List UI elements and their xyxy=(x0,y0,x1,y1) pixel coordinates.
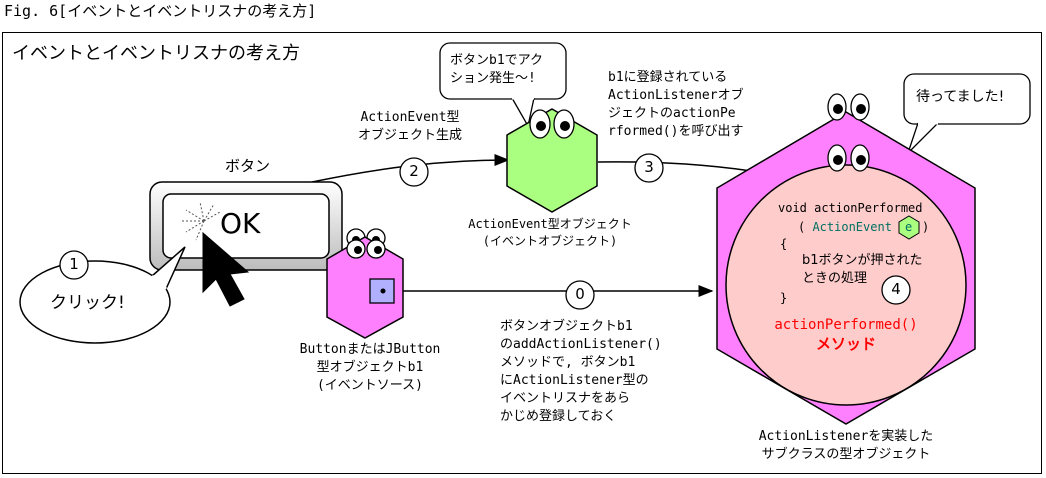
step-4-circle xyxy=(881,275,911,305)
click-label: クリック! xyxy=(50,293,125,313)
mouse-cursor-icon xyxy=(202,231,250,307)
step-3-label-1: b1に登録されている xyxy=(608,70,728,85)
event-source-object xyxy=(326,228,404,339)
source-label-3: (イベントソース) xyxy=(316,378,423,393)
param-e-hexagon xyxy=(898,215,920,240)
click-sparkle-icon xyxy=(182,201,221,241)
code-line-4: b1ボタンが押された xyxy=(802,253,923,268)
code-paren-close: ) xyxy=(922,220,930,234)
code-line-3: { xyxy=(780,237,788,251)
figure-caption: Fig. 6[イベントとイベントリスナの考え方] xyxy=(4,2,317,20)
step-3-circle xyxy=(634,153,664,183)
step-1-number: 1 xyxy=(69,255,79,273)
step-0-label-4: にActionListener型の xyxy=(500,373,649,388)
code-line-5: ときの処理 xyxy=(802,271,868,286)
code-paren-open: ( xyxy=(798,220,813,234)
code-line-1: void actionPerformed xyxy=(778,201,923,215)
source-label-1: ButtonまたはJButton xyxy=(299,342,441,357)
step-3-number: 3 xyxy=(644,158,654,176)
step-2-number: 2 xyxy=(409,162,419,180)
listener-speech-bubble xyxy=(903,73,1031,154)
listener-label-2: サブクラスの型オブジェクト xyxy=(761,447,931,462)
code-param-e: e xyxy=(905,220,913,234)
listener-label-1: ActionListenerを実装した xyxy=(758,429,934,444)
event-object xyxy=(506,108,598,213)
step-0-circle xyxy=(565,280,595,310)
step-0-label-1: ボタンオブジェクトb1 xyxy=(500,319,633,334)
step-0-label-2: のaddActionListener() xyxy=(500,337,662,352)
method-name-1: actionPerformed() xyxy=(774,317,918,333)
listener-speech: 待ってました! xyxy=(916,89,1005,105)
code-line-2: ( ActionEvent xyxy=(798,219,892,236)
step-2-circle xyxy=(399,157,429,187)
source-label-2: 型オブジェクトb1 xyxy=(316,360,424,375)
method-name-2: メソッド xyxy=(815,335,876,353)
step-3-label-3: ジェクトのactionPe xyxy=(608,106,736,121)
click-bubble xyxy=(19,246,186,344)
frame-title: イベントとイベントリスナの考え方 xyxy=(12,43,300,64)
step-0-number: 0 xyxy=(575,285,585,303)
step-2-label-1: ActionEvent型 xyxy=(360,110,460,125)
event-speech-1: ボタンb1でアク xyxy=(450,53,544,68)
event-speech-2: ション発生〜! xyxy=(450,71,536,86)
code-param-type: ActionEvent xyxy=(812,220,892,234)
step-0-label-5: イベントリスナをあら xyxy=(500,391,631,406)
event-object-label-2: (イベントオブジェクト) xyxy=(482,234,618,248)
code-line-6: } xyxy=(780,291,788,305)
step-4-number: 4 xyxy=(891,280,901,298)
step-0-label-6: かじめ登録しておく xyxy=(500,409,617,424)
ok-button-text[interactable]: OK xyxy=(220,207,261,240)
button-label: ボタン xyxy=(225,157,271,175)
step-0-label-3: メソッドで, ボタンb1 xyxy=(500,355,636,370)
step-1-circle xyxy=(59,250,89,280)
step-2-label-2: オブジェクト生成 xyxy=(357,128,462,143)
step-3-label-2: ActionListenerオブ xyxy=(608,88,744,103)
step-3-label-4: rformed()を呼び出す xyxy=(608,124,744,139)
diagram-frame xyxy=(2,32,1042,474)
event-object-label-1: ActionEvent型オブジェクト xyxy=(468,217,632,231)
event-speech-bubble xyxy=(439,42,567,128)
